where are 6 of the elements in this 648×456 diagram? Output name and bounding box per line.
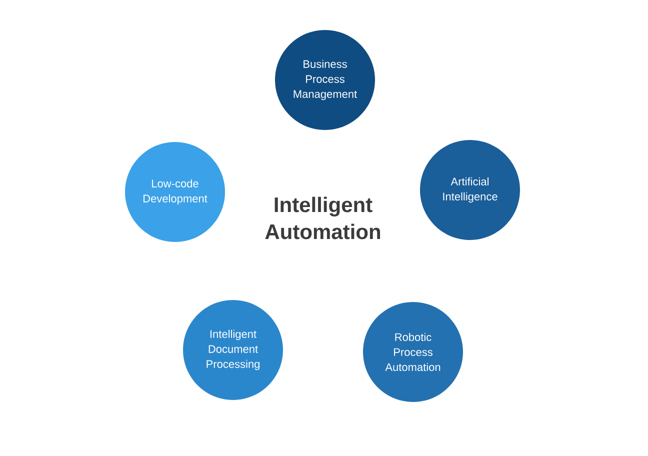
circle-node: Business Process Management xyxy=(275,30,375,130)
circle-node: Low-code Development xyxy=(125,142,225,242)
title: Intelligent Automation xyxy=(265,196,380,240)
circle-node: Intelligent Document Processing xyxy=(183,300,283,400)
circle-node: Robotic Process Automation xyxy=(363,302,463,402)
circle-node: Artificial Intelligence xyxy=(420,140,520,240)
